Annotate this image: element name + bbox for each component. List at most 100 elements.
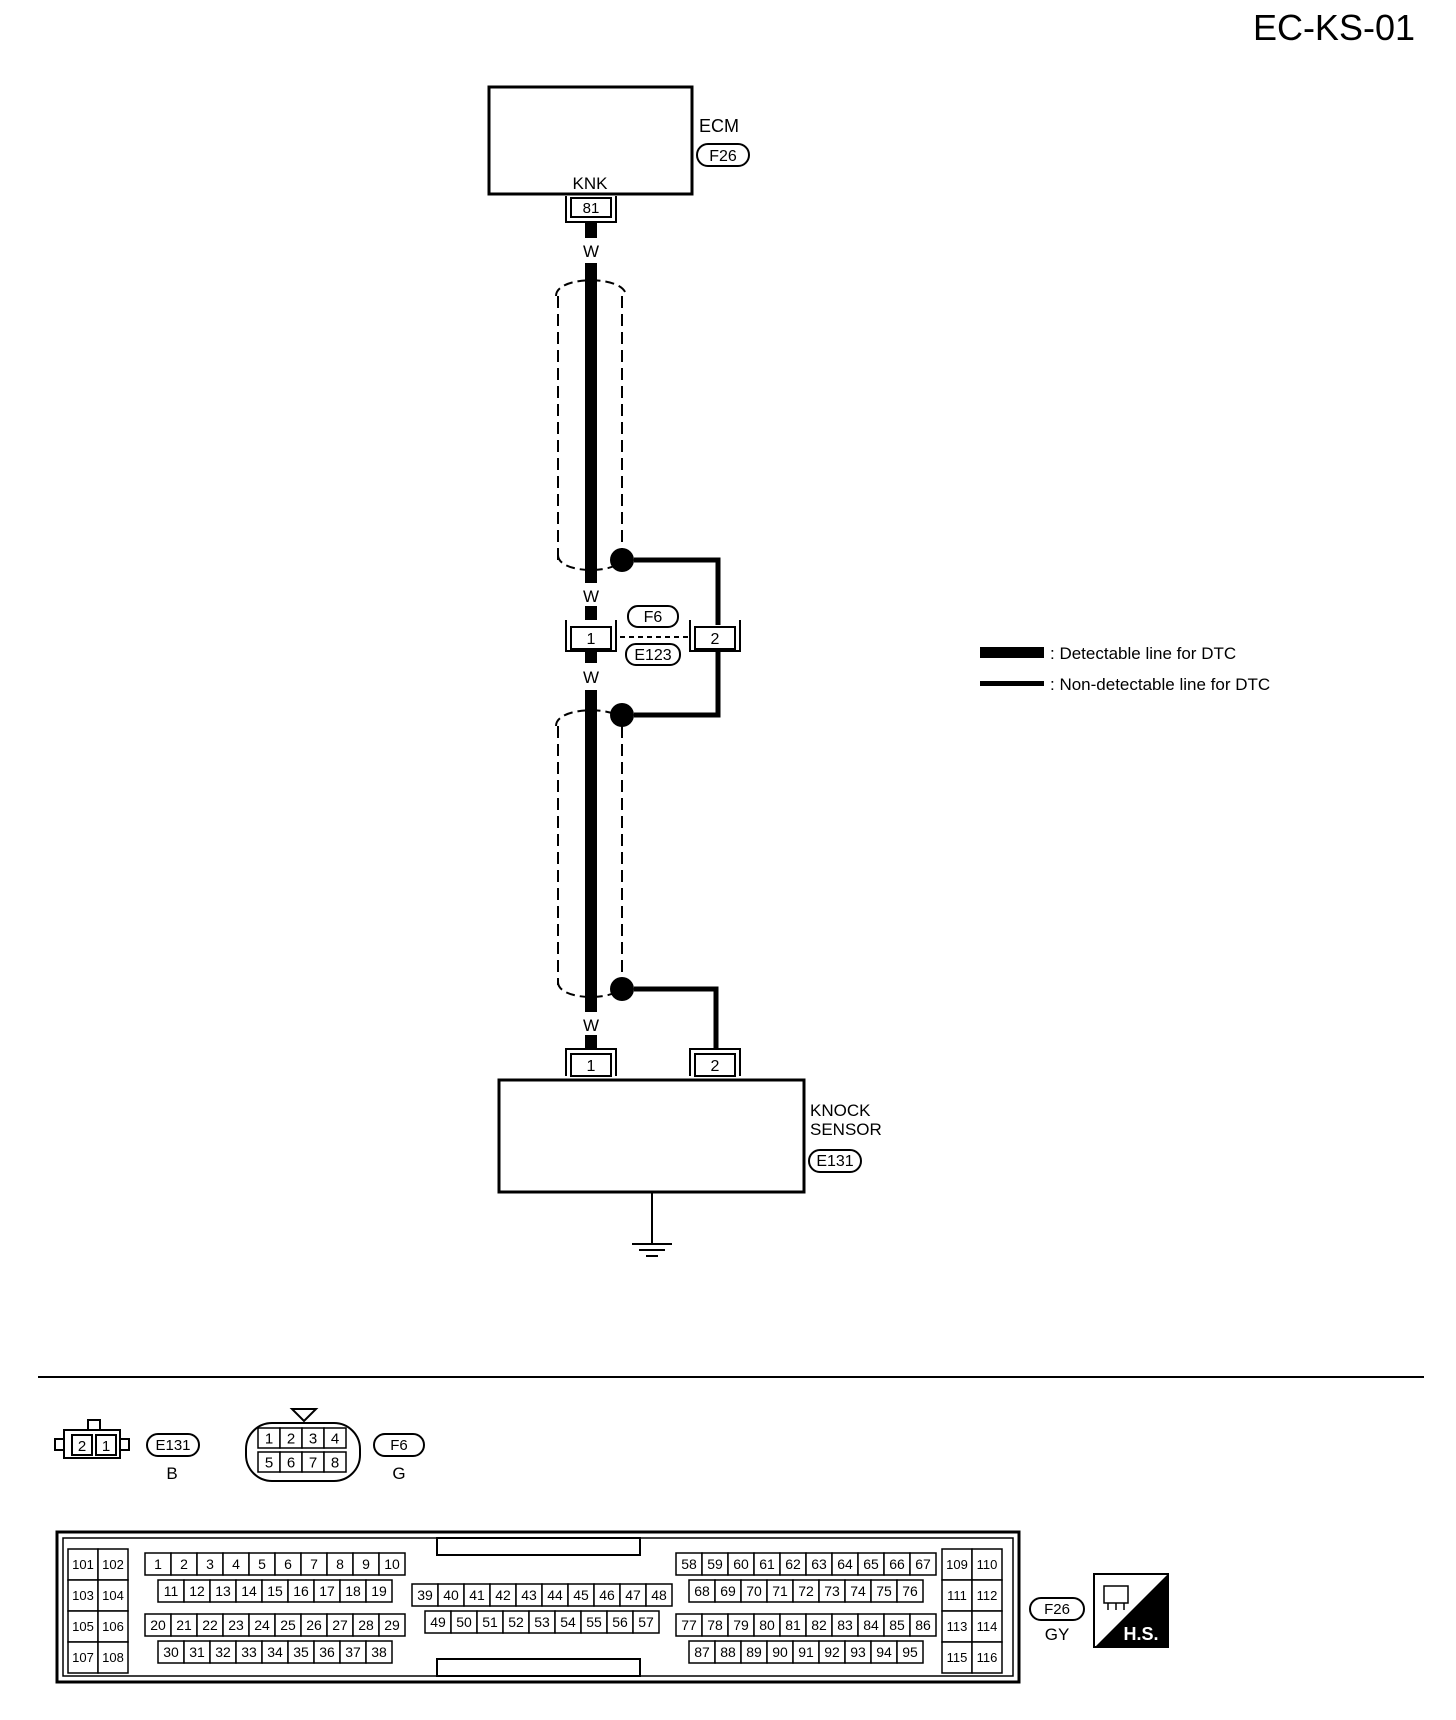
f26-pin-number: 64 bbox=[837, 1556, 853, 1572]
f26-pin-number: 40 bbox=[443, 1587, 459, 1603]
f26-pin-number: 25 bbox=[280, 1617, 296, 1633]
f26-pin-number: 32 bbox=[215, 1644, 231, 1660]
wire-color-label-1: W bbox=[583, 242, 599, 261]
upper-shield-drain-dot bbox=[610, 548, 634, 572]
f6-pin-number: 6 bbox=[287, 1454, 295, 1471]
wire-color-label-3: W bbox=[583, 668, 599, 687]
f26-pin-number: 34 bbox=[267, 1644, 283, 1660]
f26-top-key bbox=[436, 1537, 641, 1556]
f26-pin-number: 51 bbox=[482, 1614, 498, 1630]
f26-pin-number: 11 bbox=[164, 1583, 179, 1599]
f26-pin-number: 20 bbox=[150, 1617, 166, 1633]
knock-sensor-label-2: SENSOR bbox=[810, 1120, 882, 1139]
knock-sensor-connector: E131 bbox=[816, 1153, 853, 1170]
knock-sensor-box bbox=[497, 1078, 806, 1194]
f26-pin-number: 104 bbox=[102, 1588, 124, 1603]
f26-pin-number: 41 bbox=[469, 1587, 485, 1603]
f26-pin-number: 105 bbox=[72, 1619, 94, 1634]
f26-pin-number: 55 bbox=[586, 1614, 602, 1630]
f26-pin-number: 16 bbox=[293, 1583, 309, 1599]
f26-pin-number: 66 bbox=[889, 1556, 905, 1572]
ecm-connector-id: F26 bbox=[709, 148, 737, 165]
f26-id-badge bbox=[1029, 1597, 1085, 1621]
f26-pin-number: 57 bbox=[638, 1614, 654, 1630]
f26-pin-number: 45 bbox=[573, 1587, 589, 1603]
f26-pin-number: 106 bbox=[102, 1619, 124, 1634]
f26-pin-number: 15 bbox=[267, 1583, 283, 1599]
f26-pin-number: 23 bbox=[228, 1617, 244, 1633]
hs-connector-icon bbox=[1093, 1573, 1169, 1648]
f26-pin-number: 4 bbox=[232, 1556, 240, 1572]
lower-shield-lower-drain bbox=[634, 986, 719, 1049]
f26-pin-number: 85 bbox=[889, 1617, 905, 1633]
f26-id: F26 bbox=[1044, 1601, 1070, 1618]
f26-pin-cell bbox=[97, 1641, 129, 1674]
f26-pin-number: 28 bbox=[358, 1617, 374, 1633]
upper-shield-drain-wire bbox=[634, 557, 721, 625]
f26-pin-number: 65 bbox=[863, 1556, 879, 1572]
ground-icon bbox=[632, 1192, 672, 1257]
f26-pin-number: 81 bbox=[785, 1617, 801, 1633]
f26-pin-number: 101 bbox=[72, 1557, 94, 1572]
f26-pin-number: 30 bbox=[163, 1644, 179, 1660]
f6-pin-number: 8 bbox=[331, 1454, 339, 1471]
detectable-wire-segment-3 bbox=[585, 606, 597, 620]
f26-pin-number: 60 bbox=[733, 1556, 749, 1572]
junction-pin-1-box bbox=[570, 626, 612, 650]
f26-pin-number: 67 bbox=[915, 1556, 931, 1572]
f26-pin-number: 79 bbox=[733, 1617, 749, 1633]
sensor-pin-1-bracket bbox=[565, 1048, 617, 1076]
f26-pin-number: 19 bbox=[371, 1583, 387, 1599]
lower-shield-upper-drain bbox=[634, 651, 721, 718]
f26-pin-number: 95 bbox=[902, 1644, 918, 1660]
f6-connector-face bbox=[245, 1408, 361, 1482]
page-code: EC-KS-01 bbox=[1253, 7, 1415, 48]
legend-detectable-swatch bbox=[980, 647, 1044, 658]
f26-pin-number: 53 bbox=[534, 1614, 550, 1630]
f26-pin-number: 87 bbox=[694, 1644, 710, 1660]
sensor-pin-1: 1 bbox=[587, 1058, 596, 1075]
upper-shield-top bbox=[555, 279, 627, 297]
f26-pin-number: 48 bbox=[651, 1587, 667, 1603]
f26-pin-cell bbox=[365, 1579, 393, 1603]
hs-label: H.S. bbox=[1123, 1624, 1158, 1644]
legend-detectable-text: : Detectable line for DTC bbox=[1050, 644, 1236, 663]
f26-pin-number: 102 bbox=[102, 1557, 124, 1572]
f26-pin-number: 18 bbox=[345, 1583, 361, 1599]
f26-pin-number: 14 bbox=[241, 1583, 257, 1599]
f6-color: G bbox=[392, 1464, 405, 1483]
f26-pin-number: 7 bbox=[310, 1556, 318, 1572]
f26-pin-number: 17 bbox=[319, 1583, 335, 1599]
knock-sensor-label-1: KNOCK bbox=[810, 1101, 871, 1120]
f26-pin-number: 103 bbox=[72, 1588, 94, 1603]
f26-pin-number: 90 bbox=[772, 1644, 788, 1660]
f26-pin-cell bbox=[971, 1641, 1003, 1674]
sensor-pin-2: 2 bbox=[711, 1058, 720, 1075]
f26-pin-cell bbox=[971, 1610, 1003, 1643]
junction-pin-2: 2 bbox=[711, 631, 720, 648]
junction-connector-top-badge bbox=[627, 605, 679, 628]
ecm-terminal-name: KNK bbox=[573, 174, 609, 193]
f26-pin-number: 93 bbox=[850, 1644, 866, 1660]
detectable-wire-segment-2 bbox=[585, 263, 597, 583]
f26-pin-number: 74 bbox=[850, 1583, 866, 1599]
f26-pin-number: 5 bbox=[258, 1556, 266, 1572]
f26-pin-number: 58 bbox=[681, 1556, 697, 1572]
f26-pin-cell bbox=[97, 1610, 129, 1643]
junction-connector-top: F6 bbox=[644, 609, 663, 626]
f6-pin-number: 2 bbox=[287, 1430, 295, 1447]
junction-pin-2-bracket bbox=[689, 620, 741, 652]
f26-pin-number: 62 bbox=[785, 1556, 801, 1572]
e131-color: B bbox=[166, 1464, 177, 1483]
f26-pin-number: 72 bbox=[798, 1583, 814, 1599]
f26-pin-cell bbox=[896, 1579, 924, 1603]
f26-pin-number: 109 bbox=[946, 1557, 968, 1572]
f26-pin-number: 46 bbox=[599, 1587, 615, 1603]
junction-pin-1: 1 bbox=[587, 631, 596, 648]
f26-pin-cell bbox=[909, 1552, 937, 1576]
f26-pin-number: 59 bbox=[707, 1556, 723, 1572]
knock-sensor-connector-badge bbox=[808, 1149, 862, 1173]
f26-pin-number: 77 bbox=[681, 1617, 697, 1633]
